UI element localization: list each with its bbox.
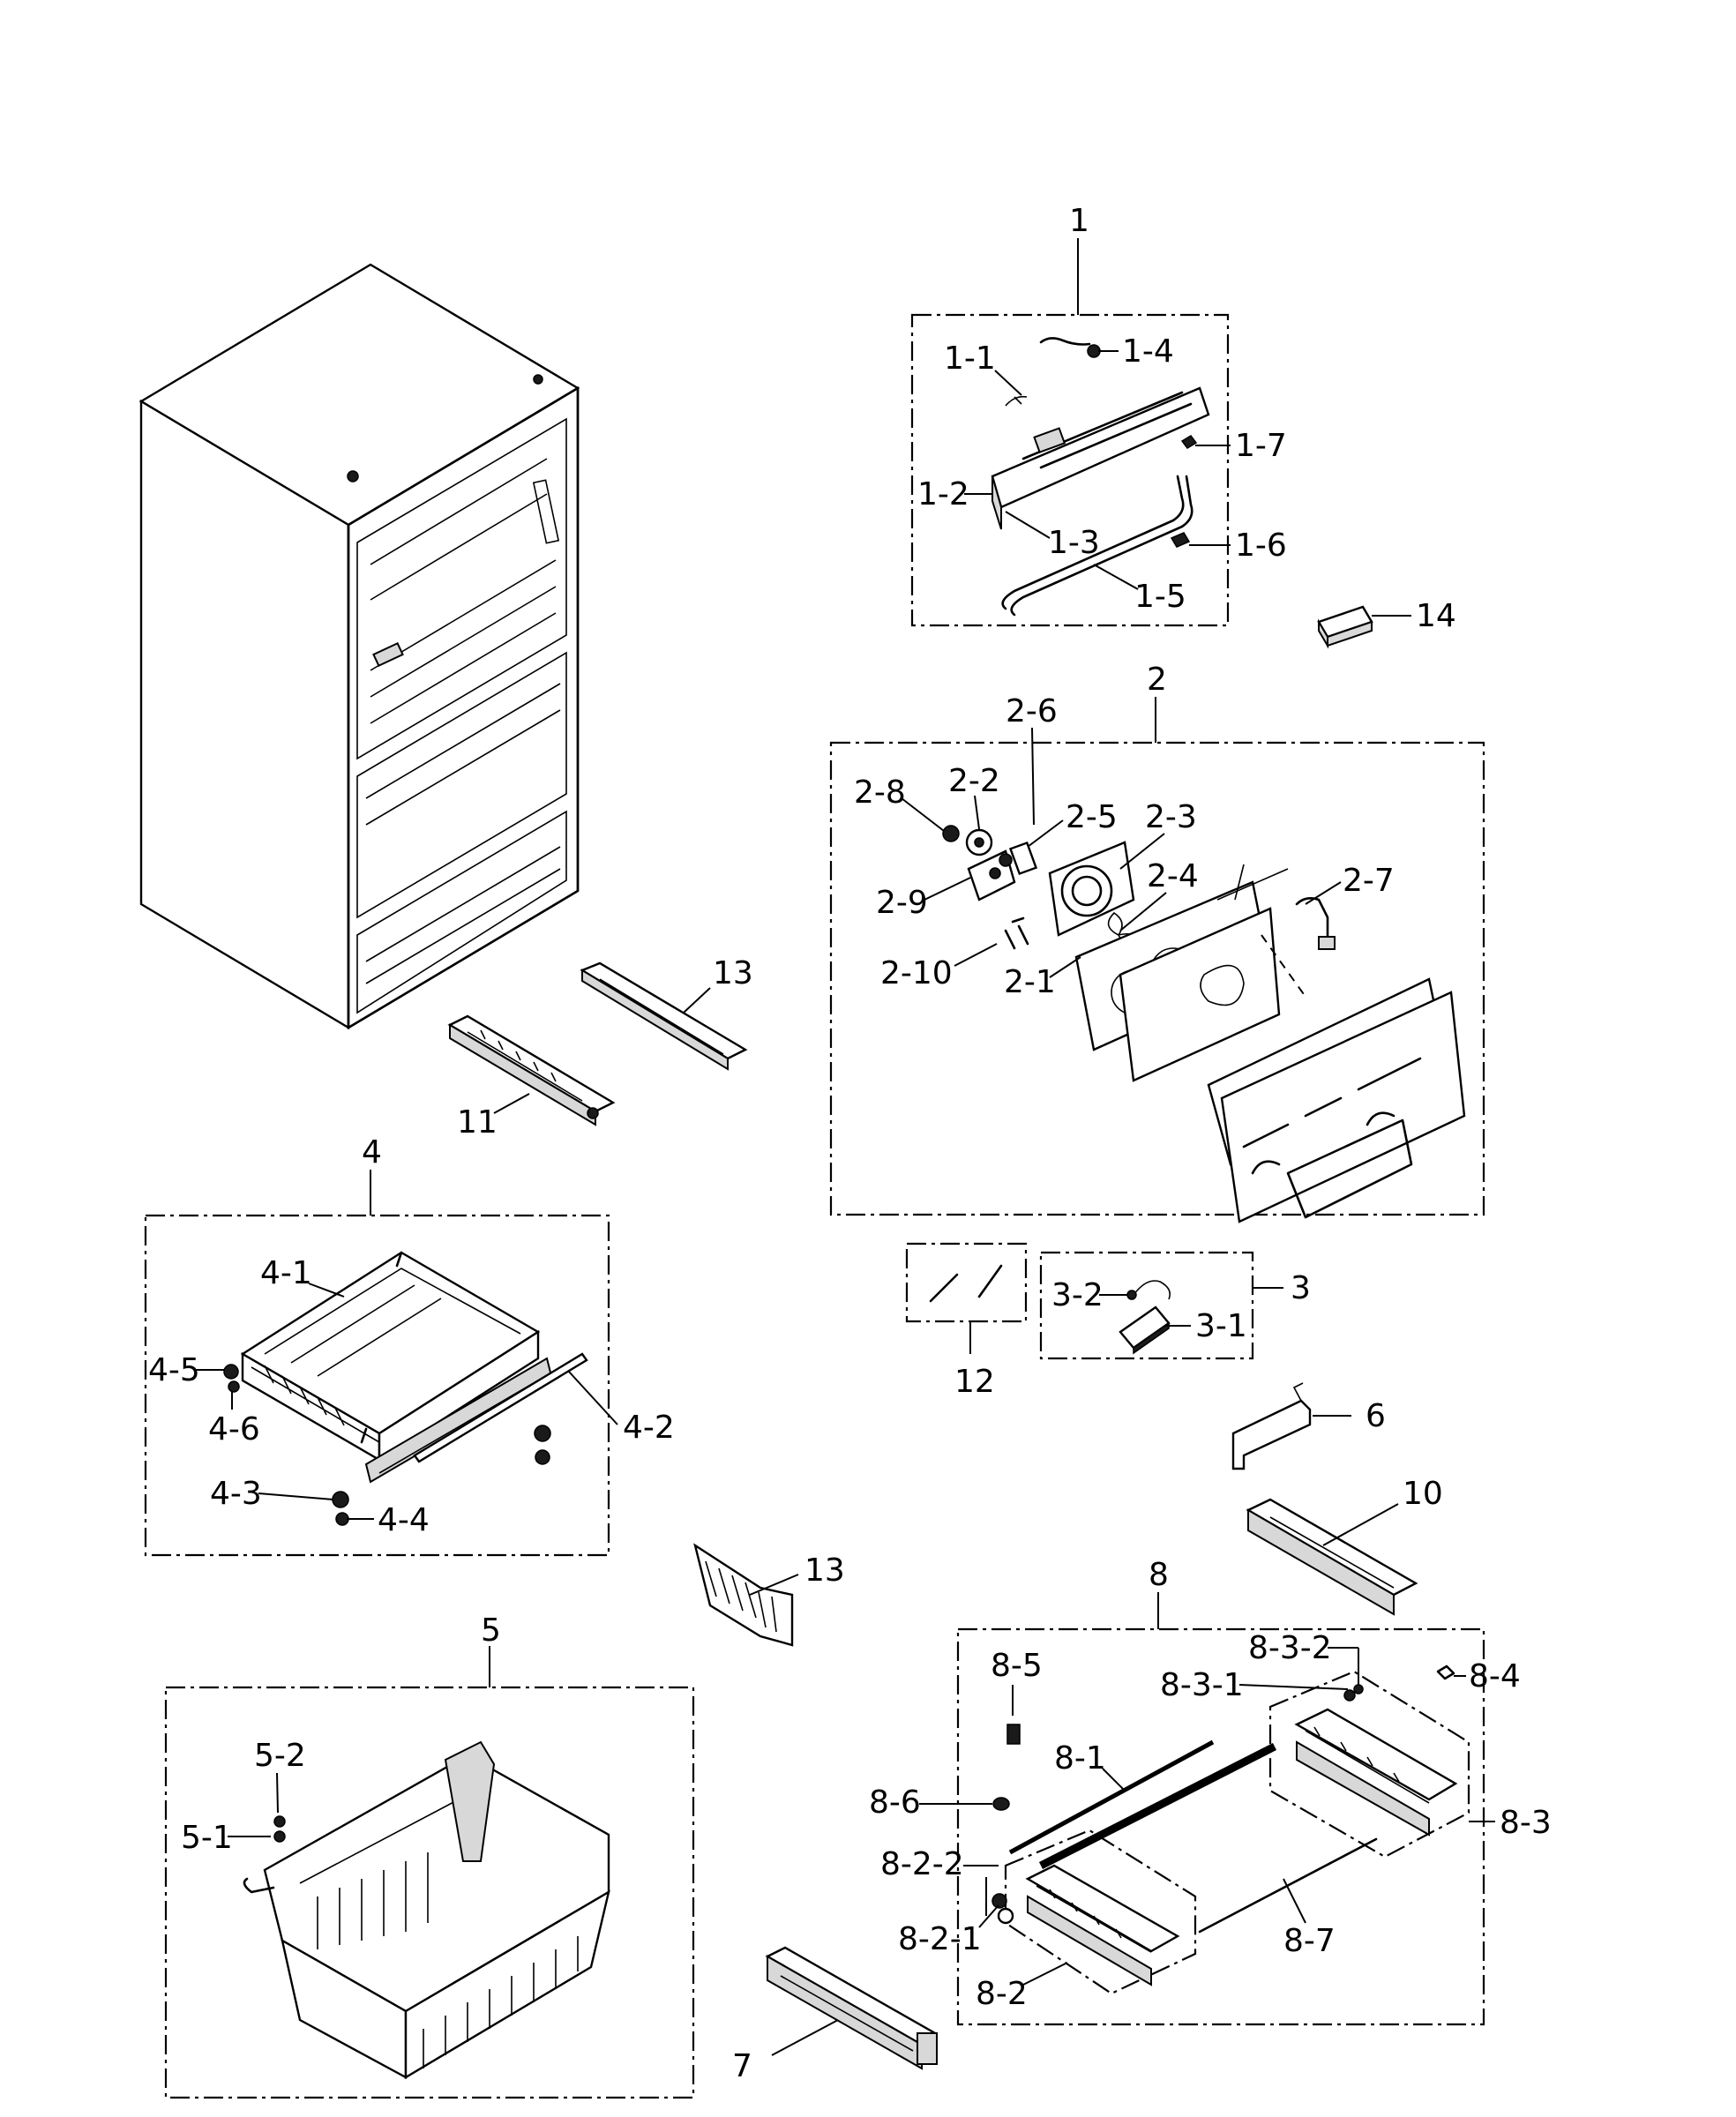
part-14-drawing bbox=[1317, 605, 1373, 649]
label-1-6: 1-6 bbox=[1235, 527, 1287, 564]
label-2-4: 2-4 bbox=[1147, 858, 1199, 894]
part-10-drawing bbox=[447, 1014, 616, 1126]
label-11: 13 bbox=[713, 955, 753, 991]
part-12-box bbox=[905, 1242, 1028, 1323]
label-1-4: 1-4 bbox=[1122, 333, 1174, 370]
label-2-2: 2-2 bbox=[948, 763, 1000, 799]
label-3-1: 3-1 bbox=[1195, 1308, 1247, 1344]
group-5-box bbox=[164, 1686, 695, 2099]
label-1-3: 1-3 bbox=[1048, 525, 1100, 561]
group-1-label: 1 bbox=[1069, 203, 1089, 239]
refrigerator-cabinet-drawing bbox=[138, 263, 580, 1030]
group-8-drawing bbox=[991, 1664, 1458, 1986]
label-8-3-1: 8-3-1 bbox=[1160, 1667, 1244, 1703]
label-3-2: 3-2 bbox=[1051, 1277, 1104, 1313]
label-7: 7 bbox=[732, 2048, 752, 2084]
label-2-8: 2-8 bbox=[854, 774, 906, 811]
group-3-drawing bbox=[1119, 1280, 1171, 1355]
label-2-5: 2-5 bbox=[1066, 799, 1118, 835]
label-2-7: 2-7 bbox=[1343, 863, 1395, 899]
part-9-drawing bbox=[1246, 1498, 1418, 1616]
label-5-1: 5-1 bbox=[181, 1820, 233, 1856]
label-4-1: 4-1 bbox=[260, 1255, 312, 1291]
label-1-5: 1-5 bbox=[1134, 579, 1186, 615]
group-8-label: 8 bbox=[1149, 1557, 1169, 1593]
label-1-1: 1-1 bbox=[944, 340, 996, 377]
label-8-2-1: 8-2-1 bbox=[898, 1921, 982, 1957]
group-4-label: 4 bbox=[362, 1134, 382, 1171]
label-8-2-2: 8-2-2 bbox=[880, 1846, 964, 1882]
group-2-label: 2 bbox=[1147, 662, 1167, 698]
part-12-drawing bbox=[929, 1264, 1003, 1303]
label-10: 11 bbox=[457, 1104, 498, 1141]
label-8-3-2: 8-3-2 bbox=[1248, 1630, 1332, 1666]
label-2-10: 2-10 bbox=[880, 955, 953, 991]
label-8-4: 8-4 bbox=[1469, 1658, 1521, 1694]
group-2-box bbox=[829, 741, 1485, 1216]
label-8-1: 8-1 bbox=[1054, 1740, 1106, 1777]
label-12: 12 bbox=[954, 1364, 995, 1400]
label-4-2: 4-2 bbox=[623, 1410, 675, 1446]
part-13-drawing bbox=[693, 1543, 794, 1647]
group-4-box bbox=[144, 1214, 610, 1557]
group-1-box bbox=[910, 313, 1230, 627]
label-8-7: 8-7 bbox=[1283, 1923, 1336, 1959]
group-3-label: 3 bbox=[1291, 1270, 1311, 1306]
group-8-3-box bbox=[1268, 1670, 1470, 1859]
group-1-drawing bbox=[991, 337, 1210, 617]
group-3-box bbox=[1039, 1251, 1254, 1360]
label-2-3: 2-3 bbox=[1145, 799, 1197, 835]
label-8-3: 8-3 bbox=[1500, 1805, 1552, 1841]
label-8-5: 8-5 bbox=[991, 1648, 1043, 1684]
label-1-7: 1-7 bbox=[1235, 428, 1287, 464]
part-11-drawing bbox=[580, 961, 748, 1071]
part-6-drawing bbox=[1231, 1382, 1312, 1470]
label-8-6: 8-6 bbox=[869, 1784, 921, 1821]
group-8-box bbox=[956, 1627, 1485, 2026]
group-5-drawing bbox=[243, 1740, 610, 2080]
label-9: 10 bbox=[1403, 1476, 1443, 1512]
group-5-label: 5 bbox=[481, 1612, 501, 1649]
label-5-2: 5-2 bbox=[254, 1738, 306, 1774]
group-2-drawing bbox=[942, 825, 1466, 1223]
label-1-2: 1-2 bbox=[917, 476, 969, 512]
label-4-6: 4-6 bbox=[208, 1411, 260, 1447]
label-2-9: 2-9 bbox=[876, 885, 928, 921]
label-14: 14 bbox=[1416, 598, 1456, 634]
group-4-drawing bbox=[223, 1251, 588, 1526]
group-8-2-box bbox=[1004, 1829, 1197, 1995]
part-7-drawing bbox=[765, 1946, 938, 2070]
label-8-2: 8-2 bbox=[976, 1976, 1028, 2012]
label-4-3: 4-3 bbox=[210, 1476, 262, 1512]
label-13: 13 bbox=[804, 1552, 845, 1589]
label-4-4: 4-4 bbox=[378, 1502, 430, 1538]
label-2-1: 2-1 bbox=[1004, 964, 1056, 1000]
label-2-6: 2-6 bbox=[1006, 693, 1058, 729]
label-6: 6 bbox=[1366, 1398, 1386, 1434]
label-4-5: 4-5 bbox=[148, 1352, 200, 1388]
